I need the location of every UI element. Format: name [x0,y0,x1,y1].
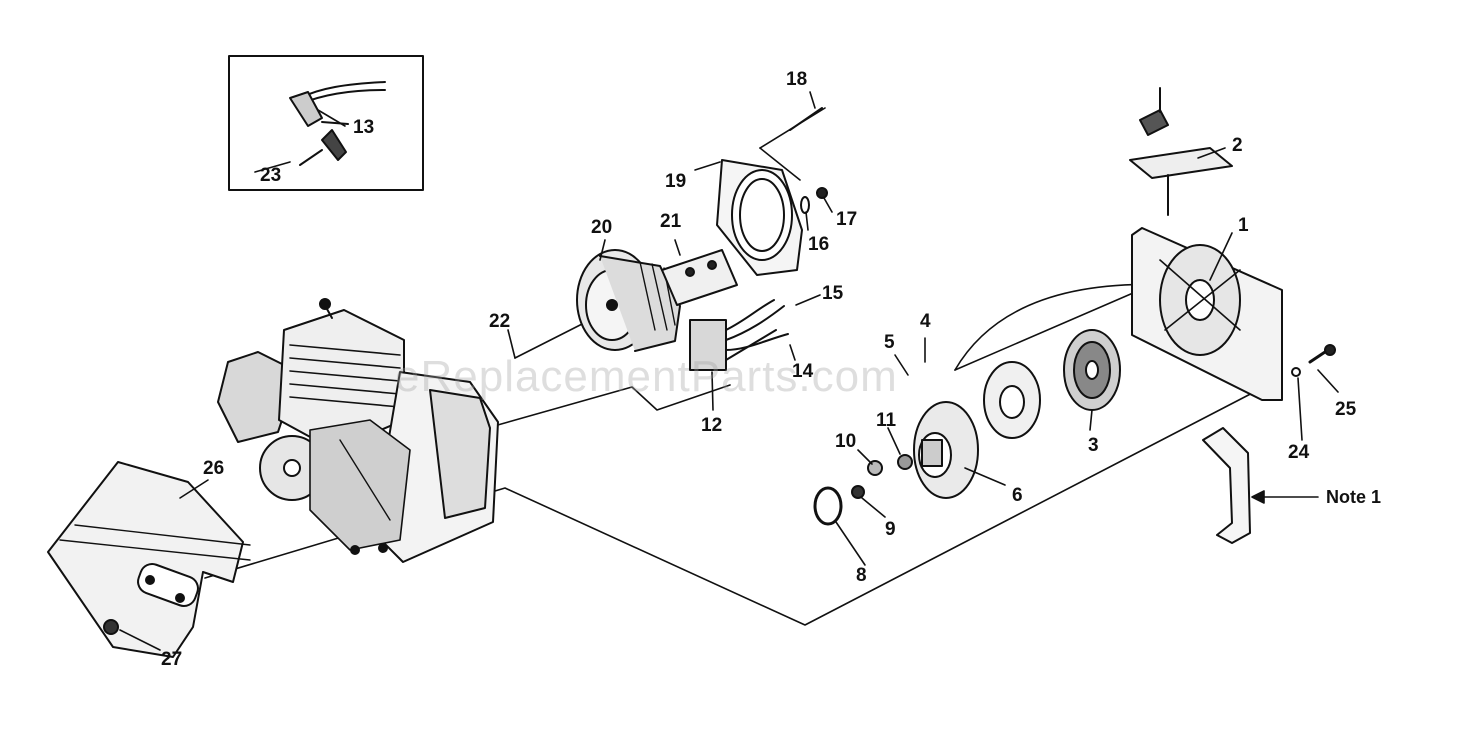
clutch-drum [913,401,979,499]
label-24: 24 [1288,442,1310,463]
clutch-cover [47,461,251,658]
label-9: 9 [885,519,896,540]
starter-housing [1131,227,1283,401]
nut-icon [103,619,119,635]
label-20: 20 [591,217,613,238]
label-10: 10 [835,431,857,452]
ignition-plate [716,159,803,276]
label-1: 1 [1238,215,1249,236]
label-14: 14 [792,361,814,382]
label-18: 18 [786,69,808,90]
label-25: 25 [1335,399,1357,420]
starter-pulley [1063,329,1121,411]
label-12: 12 [701,415,723,436]
spark-plug-icon [321,129,347,161]
screw-parts [1291,344,1336,377]
flywheel [576,249,681,352]
label-2: 2 [1232,135,1243,156]
label-5: 5 [884,332,895,353]
inset-box [228,55,424,191]
label-17: 17 [836,209,858,230]
engine-block [217,298,499,563]
bolt-icon [816,187,828,199]
note-1-label: Note 1 [1326,487,1382,507]
small-parts [813,454,913,526]
bumper [1202,427,1251,544]
label-23: 23 [260,165,282,186]
label-27: 27 [161,649,183,670]
ignition-module [689,299,789,371]
label-26: 26 [203,458,225,479]
label-11: 11 [876,410,897,431]
clutch-ring [983,361,1041,439]
label-21: 21 [660,211,682,232]
leader-lines [119,91,1339,651]
label-4: 4 [920,311,931,332]
label-3: 3 [1088,435,1099,456]
label-13: 13 [353,117,375,138]
key-plate [661,249,738,306]
label-15: 15 [822,283,844,304]
label-19: 19 [665,171,687,192]
label-6: 6 [1012,485,1023,506]
label-16: 16 [808,234,830,255]
label-22: 22 [489,311,511,332]
label-8: 8 [856,565,867,586]
